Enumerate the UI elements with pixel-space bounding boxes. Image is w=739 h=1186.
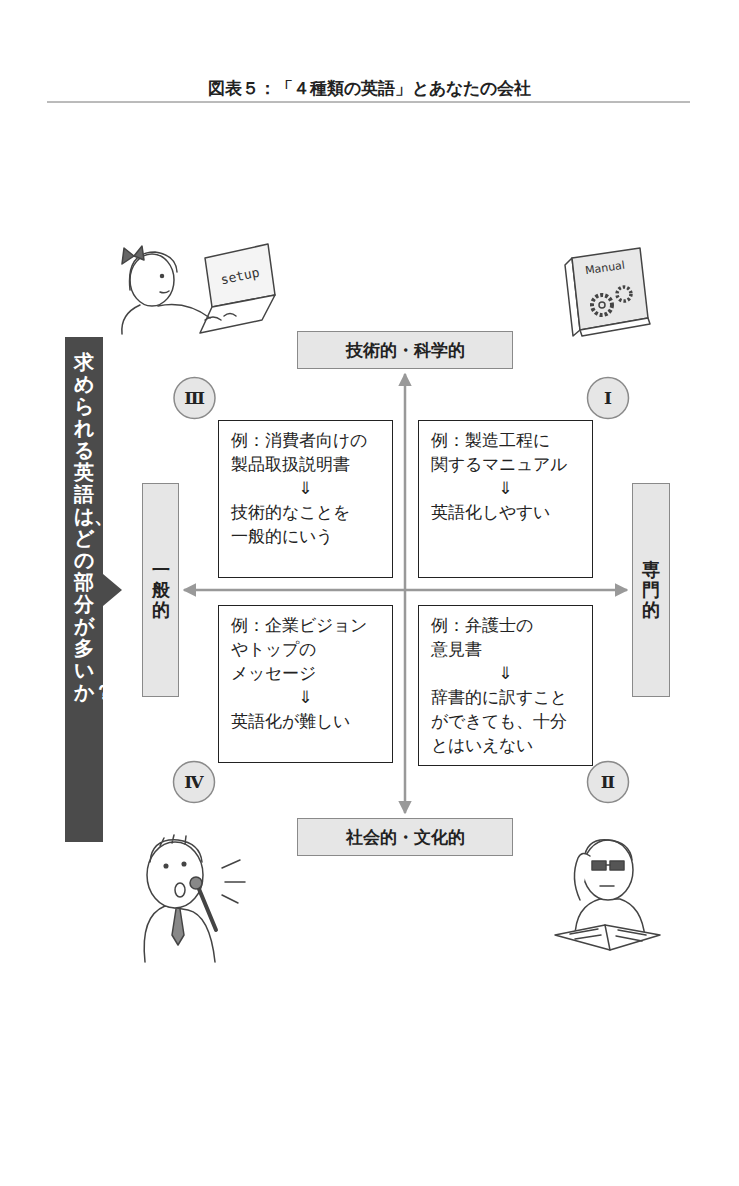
speaker-mouth [175, 883, 185, 897]
sound-lines [222, 860, 245, 903]
quadrant-number: Ⅳ [172, 760, 216, 804]
microphone-handle [199, 889, 216, 930]
axis-label: 一般的 [142, 483, 179, 697]
manual-book-figure [565, 248, 650, 336]
axis-label: 社会的・文化的 [297, 818, 513, 856]
girl-laptop-figure [122, 244, 275, 334]
illustration-text: setup [220, 266, 261, 287]
reader-glasses [610, 861, 624, 870]
quadrant-number: Ⅱ [586, 760, 630, 804]
reader-head [583, 840, 633, 900]
open-book [555, 925, 660, 950]
speaker-eye [182, 862, 186, 866]
speaker-figure [144, 835, 245, 962]
node-text: Ⅳ [184, 772, 203, 792]
node-text: 辞書的に訳すこと ができても、十分 とはいえない [431, 685, 580, 757]
gear-small [617, 287, 631, 301]
node-text: 例：企業ビジョン やトップの メッセージ [231, 613, 380, 685]
question-bar: 求められる英語は、どの部分が多いか？ [65, 337, 103, 842]
illustration-text: Manual [584, 260, 625, 276]
girl-shoulder [122, 305, 140, 334]
node-text: 社会的・文化的 [346, 826, 465, 849]
node-text: 英語化しやすい [431, 500, 580, 524]
node-text: 例：弁護士の 意見書 [431, 613, 580, 661]
title-rule [47, 102, 690, 103]
girl-arm [158, 305, 210, 319]
reader-hand [574, 853, 590, 900]
axis-label: 専門的 [632, 483, 670, 697]
girl-mouth [160, 291, 169, 293]
speaker-tie [172, 909, 184, 945]
node-text: ⇓ [231, 476, 380, 500]
node-text: 求められる英語は、どの部分が多いか？ [74, 351, 94, 703]
quadrant-number: Ⅰ [586, 376, 630, 420]
speaker-head [147, 842, 203, 908]
circle-shape [588, 378, 629, 419]
gear-large [592, 295, 612, 315]
book-cover [572, 248, 648, 330]
speaker-eye [164, 864, 168, 868]
node-text: 例：製造工程に 関するマニュアル [431, 428, 580, 476]
example-box: 例：製造工程に 関するマニュアル⇓英語化しやすい [418, 420, 593, 578]
node-text: 英語化が難しい [231, 709, 380, 733]
quadrant-number: Ⅲ [172, 376, 217, 420]
book-lines [570, 925, 646, 950]
node-text: 技術的なことを 一般的にいう [231, 500, 380, 548]
node-text: 専門的 [642, 560, 660, 619]
node-text: Ⅲ [184, 388, 205, 408]
node-text: ⇓ [431, 476, 580, 500]
reader-figure [555, 840, 660, 950]
reader-hair [584, 840, 632, 860]
reader-mouth [600, 885, 614, 887]
node-text: Ⅰ [604, 388, 612, 408]
circle-shape [174, 378, 215, 419]
diagram-title: 図表５：「４種類の英語」とあなたの会社 [0, 77, 739, 99]
laptop-keyboard [200, 295, 275, 333]
reader-glasses [592, 861, 606, 870]
girl-eye [161, 275, 164, 278]
node-text: 一般的 [152, 560, 170, 619]
axis-label: 技術的・科学的 [297, 331, 513, 369]
example-box: 例：企業ビジョン やトップの メッセージ⇓英語化が難しい [218, 605, 393, 763]
microphone-head [190, 877, 202, 889]
node-text: ⇓ [231, 685, 380, 709]
book-pages [580, 318, 650, 336]
node-text: ⇓ [431, 661, 580, 685]
node-text: 例：消費者向けの 製品取扱説明書 [231, 428, 380, 476]
circle-shape [174, 762, 215, 803]
example-box: 例：消費者向けの 製品取扱説明書⇓技術的なことを 一般的にいう [218, 420, 393, 578]
speaker-hair [150, 835, 202, 862]
hair-bow [122, 246, 144, 264]
axis-arrow [404, 374, 407, 813]
speaker-suit [144, 906, 215, 962]
gear-hub [599, 302, 605, 308]
example-box: 例：弁護士の 意見書⇓辞書的に訳すこと ができても、十分 とはいえない [418, 605, 593, 766]
axis-arrow [184, 589, 627, 592]
bar-pointer [103, 574, 122, 606]
girl-head [130, 254, 174, 306]
girl-hands [205, 314, 236, 321]
node-text: Ⅱ [601, 772, 615, 792]
node-text: 技術的・科学的 [346, 339, 465, 362]
circle-shape [588, 762, 629, 803]
glasses-bridge [606, 864, 610, 866]
